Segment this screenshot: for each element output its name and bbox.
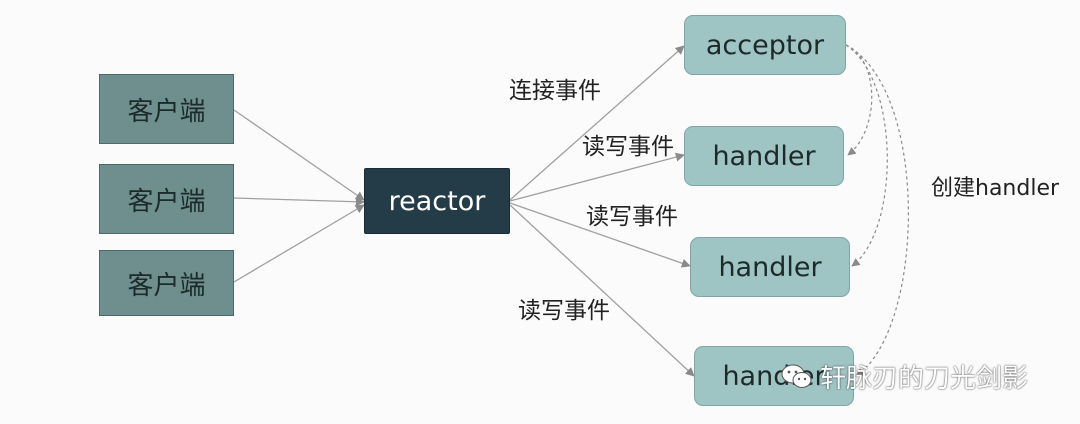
edge-client1-reactor bbox=[233, 109, 365, 201]
client-node-1: 客户端 bbox=[99, 74, 234, 144]
client-node-3: 客户端 bbox=[99, 250, 234, 316]
edge-label-connect: 连接事件 bbox=[509, 78, 601, 104]
edge-acceptor-handler2 bbox=[845, 44, 888, 267]
edge-label-rw-3: 读写事件 bbox=[518, 298, 610, 324]
edge-client3-reactor bbox=[233, 204, 365, 283]
handler-node-label: handler bbox=[712, 140, 816, 172]
edge-label-rw-1: 读写事件 bbox=[582, 134, 674, 160]
edge-reactor-handler2 bbox=[509, 202, 691, 268]
edge-reactor-acceptor bbox=[509, 45, 685, 201]
handler-node-2: handler bbox=[690, 237, 850, 297]
client-node-label: 客户端 bbox=[127, 96, 206, 127]
handler-node-3: handler bbox=[694, 346, 854, 406]
edge-label-rw-2: 读写事件 bbox=[586, 204, 678, 230]
client-node-label: 客户端 bbox=[127, 186, 206, 217]
watermark-text: 轩脉刃的刀光剑影 bbox=[820, 364, 1029, 394]
acceptor-node-label: acceptor bbox=[705, 29, 825, 61]
handler-node-label: handler bbox=[718, 251, 822, 283]
reactor-node: reactor bbox=[364, 168, 510, 234]
edge-acceptor-handler1 bbox=[845, 44, 873, 156]
acceptor-node: acceptor bbox=[684, 15, 846, 75]
handler-node-1: handler bbox=[684, 126, 844, 186]
wechat-icon bbox=[780, 362, 814, 392]
edge-reactor-handler3 bbox=[509, 204, 695, 377]
edge-acceptor-handler3 bbox=[845, 44, 909, 377]
edge-reactor-handler1 bbox=[509, 152, 685, 202]
edge-client2-reactor bbox=[233, 197, 365, 207]
client-node-2: 客户端 bbox=[99, 164, 234, 234]
client-node-label: 客户端 bbox=[127, 270, 206, 301]
reactor-node-label: reactor bbox=[388, 185, 486, 217]
watermark: 轩脉刃的刀光剑影 bbox=[780, 358, 1028, 395]
edge-label-create-handler: 创建handler bbox=[931, 176, 1060, 201]
